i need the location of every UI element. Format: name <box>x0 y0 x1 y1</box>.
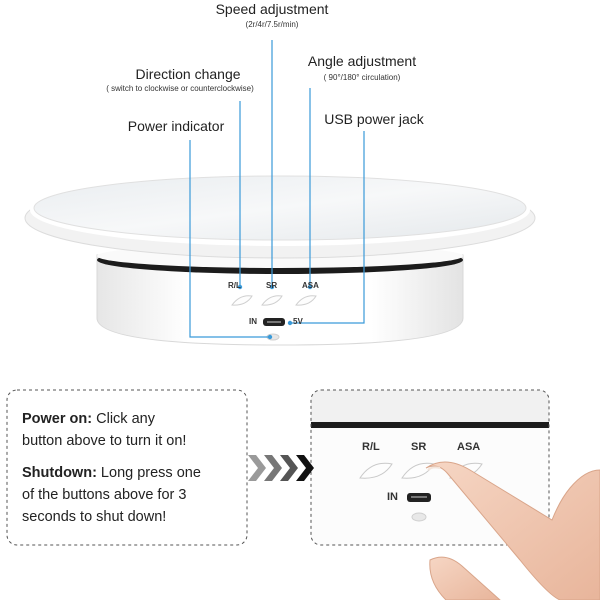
zoom-power-led <box>411 512 427 522</box>
direction-change-label: Direction change <box>135 66 241 82</box>
instruction-text: Power on: Click any button above to turn… <box>22 408 242 528</box>
speed-adjustment-label: Speed adjustment <box>215 1 329 17</box>
rl-button <box>231 295 253 306</box>
asa-button <box>295 295 317 306</box>
angle-adjustment-detail: ( 90°/180° circulation) <box>323 73 401 82</box>
power-on-line1: Click any <box>92 411 155 427</box>
turntable-top-plate <box>24 174 536 259</box>
zoom-sr-label: SR <box>411 441 427 453</box>
chevron-arrows-icon <box>248 455 314 481</box>
device-in-label: IN <box>249 317 257 326</box>
device-rl-label: R/L <box>228 281 241 290</box>
zoom-in-label: IN <box>387 491 398 503</box>
angle-adjustment-label: Angle adjustment <box>307 53 417 69</box>
turntable-base <box>96 244 464 346</box>
power-on-label: Power on: <box>22 411 93 427</box>
leader-dots <box>237 284 313 340</box>
leader-lines <box>189 40 365 338</box>
sr-button <box>261 295 283 306</box>
device-asa-label: ASA <box>302 281 319 290</box>
instruction-panel-border <box>6 389 248 546</box>
usb-power-jack-label: USB power jack <box>324 111 424 127</box>
device-sr-label: SR <box>266 281 278 290</box>
zoom-rl-label: R/L <box>362 441 380 453</box>
speed-adjustment-detail: (2r/4r/7.5r/min) <box>245 20 299 29</box>
shutdown-line2: of the buttons above for 3 <box>22 487 187 503</box>
zoom-asa-label: ASA <box>457 441 481 453</box>
shutdown-line3: seconds to shut down! <box>22 509 167 525</box>
shutdown-line1: Long press one <box>96 465 201 481</box>
direction-change-detail: ( switch to clockwise or counterclockwis… <box>106 84 254 93</box>
power-indicator-label: Power indicator <box>127 118 225 134</box>
device-5v-label: 5V <box>293 317 303 326</box>
zoom-rl-button <box>359 462 393 479</box>
pressing-hand <box>425 461 600 600</box>
power-on-line2: button above to turn it on! <box>22 433 187 449</box>
shutdown-label: Shutdown: <box>22 465 97 481</box>
